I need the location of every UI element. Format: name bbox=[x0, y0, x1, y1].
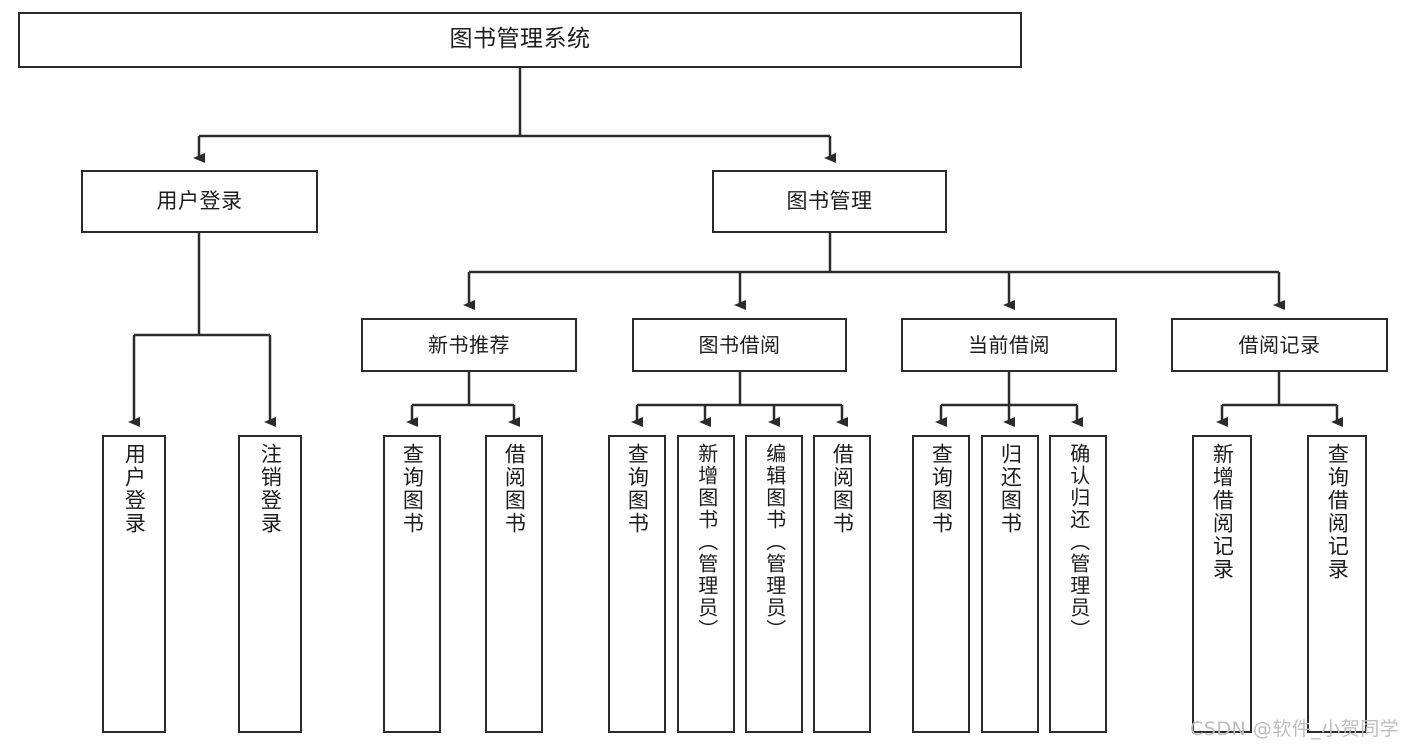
node-label: 归还图书 bbox=[998, 443, 1023, 535]
leaf-user-login-login[interactable]: 用户登录 bbox=[102, 435, 166, 733]
watermark-text: CSDN @软件_小贺同学 bbox=[1190, 718, 1400, 740]
node-label: 用户登录 bbox=[156, 188, 243, 213]
node-new-book-recommend[interactable]: 新书推荐 bbox=[361, 318, 577, 372]
node-label: 查询图书 bbox=[625, 443, 650, 535]
leaf-borrow-borrow-book[interactable]: 借阅图书 bbox=[813, 435, 871, 733]
leaf-new-book-query[interactable]: 查询图书 bbox=[383, 435, 441, 733]
leaf-borrow-add-book-admin[interactable]: 新增图书（管理员） bbox=[677, 435, 735, 733]
leaf-current-confirm-return-admin[interactable]: 确认归还（管理员） bbox=[1049, 435, 1107, 733]
node-label: 新书推荐 bbox=[428, 332, 510, 357]
node-label: 借阅图书 bbox=[830, 443, 855, 535]
node-label: 图书借阅 bbox=[698, 332, 781, 357]
node-label: 借阅图书 bbox=[502, 443, 527, 535]
leaf-record-add-record[interactable]: 新增借阅记录 bbox=[1192, 435, 1252, 733]
node-label: 新增图书（管理员） bbox=[694, 443, 719, 641]
leaf-borrow-edit-book-admin[interactable]: 编辑图书（管理员） bbox=[745, 435, 803, 733]
leaf-new-book-borrow[interactable]: 借阅图书 bbox=[485, 435, 543, 733]
node-label: 查询借阅记录 bbox=[1325, 443, 1350, 581]
leaf-borrow-query-book[interactable]: 查询图书 bbox=[608, 435, 666, 733]
node-book-management[interactable]: 图书管理 bbox=[712, 170, 947, 233]
leaf-user-login-logout[interactable]: 注销登录 bbox=[238, 435, 302, 733]
leaf-record-query-record[interactable]: 查询借阅记录 bbox=[1307, 435, 1367, 733]
node-label: 图书管理 bbox=[786, 188, 873, 213]
node-root-system[interactable]: 图书管理系统 bbox=[18, 12, 1022, 68]
node-label: 查询图书 bbox=[400, 443, 425, 535]
node-label: 用户登录 bbox=[122, 443, 147, 535]
node-label: 借阅记录 bbox=[1238, 332, 1321, 357]
leaf-current-query-book[interactable]: 查询图书 bbox=[912, 435, 970, 733]
node-user-login[interactable]: 用户登录 bbox=[81, 170, 318, 233]
node-book-borrow[interactable]: 图书借阅 bbox=[632, 318, 847, 372]
node-label: 图书管理系统 bbox=[449, 26, 591, 53]
node-label: 编辑图书（管理员） bbox=[762, 443, 787, 641]
node-label: 新增借阅记录 bbox=[1210, 443, 1235, 581]
node-label: 确认归还（管理员） bbox=[1066, 443, 1091, 641]
leaf-current-return-book[interactable]: 归还图书 bbox=[981, 435, 1039, 733]
node-borrow-record[interactable]: 借阅记录 bbox=[1171, 318, 1388, 372]
node-label: 注销登录 bbox=[258, 443, 283, 535]
node-label: 查询图书 bbox=[929, 443, 954, 535]
node-label: 当前借阅 bbox=[968, 332, 1050, 357]
node-current-borrow[interactable]: 当前借阅 bbox=[901, 318, 1117, 372]
